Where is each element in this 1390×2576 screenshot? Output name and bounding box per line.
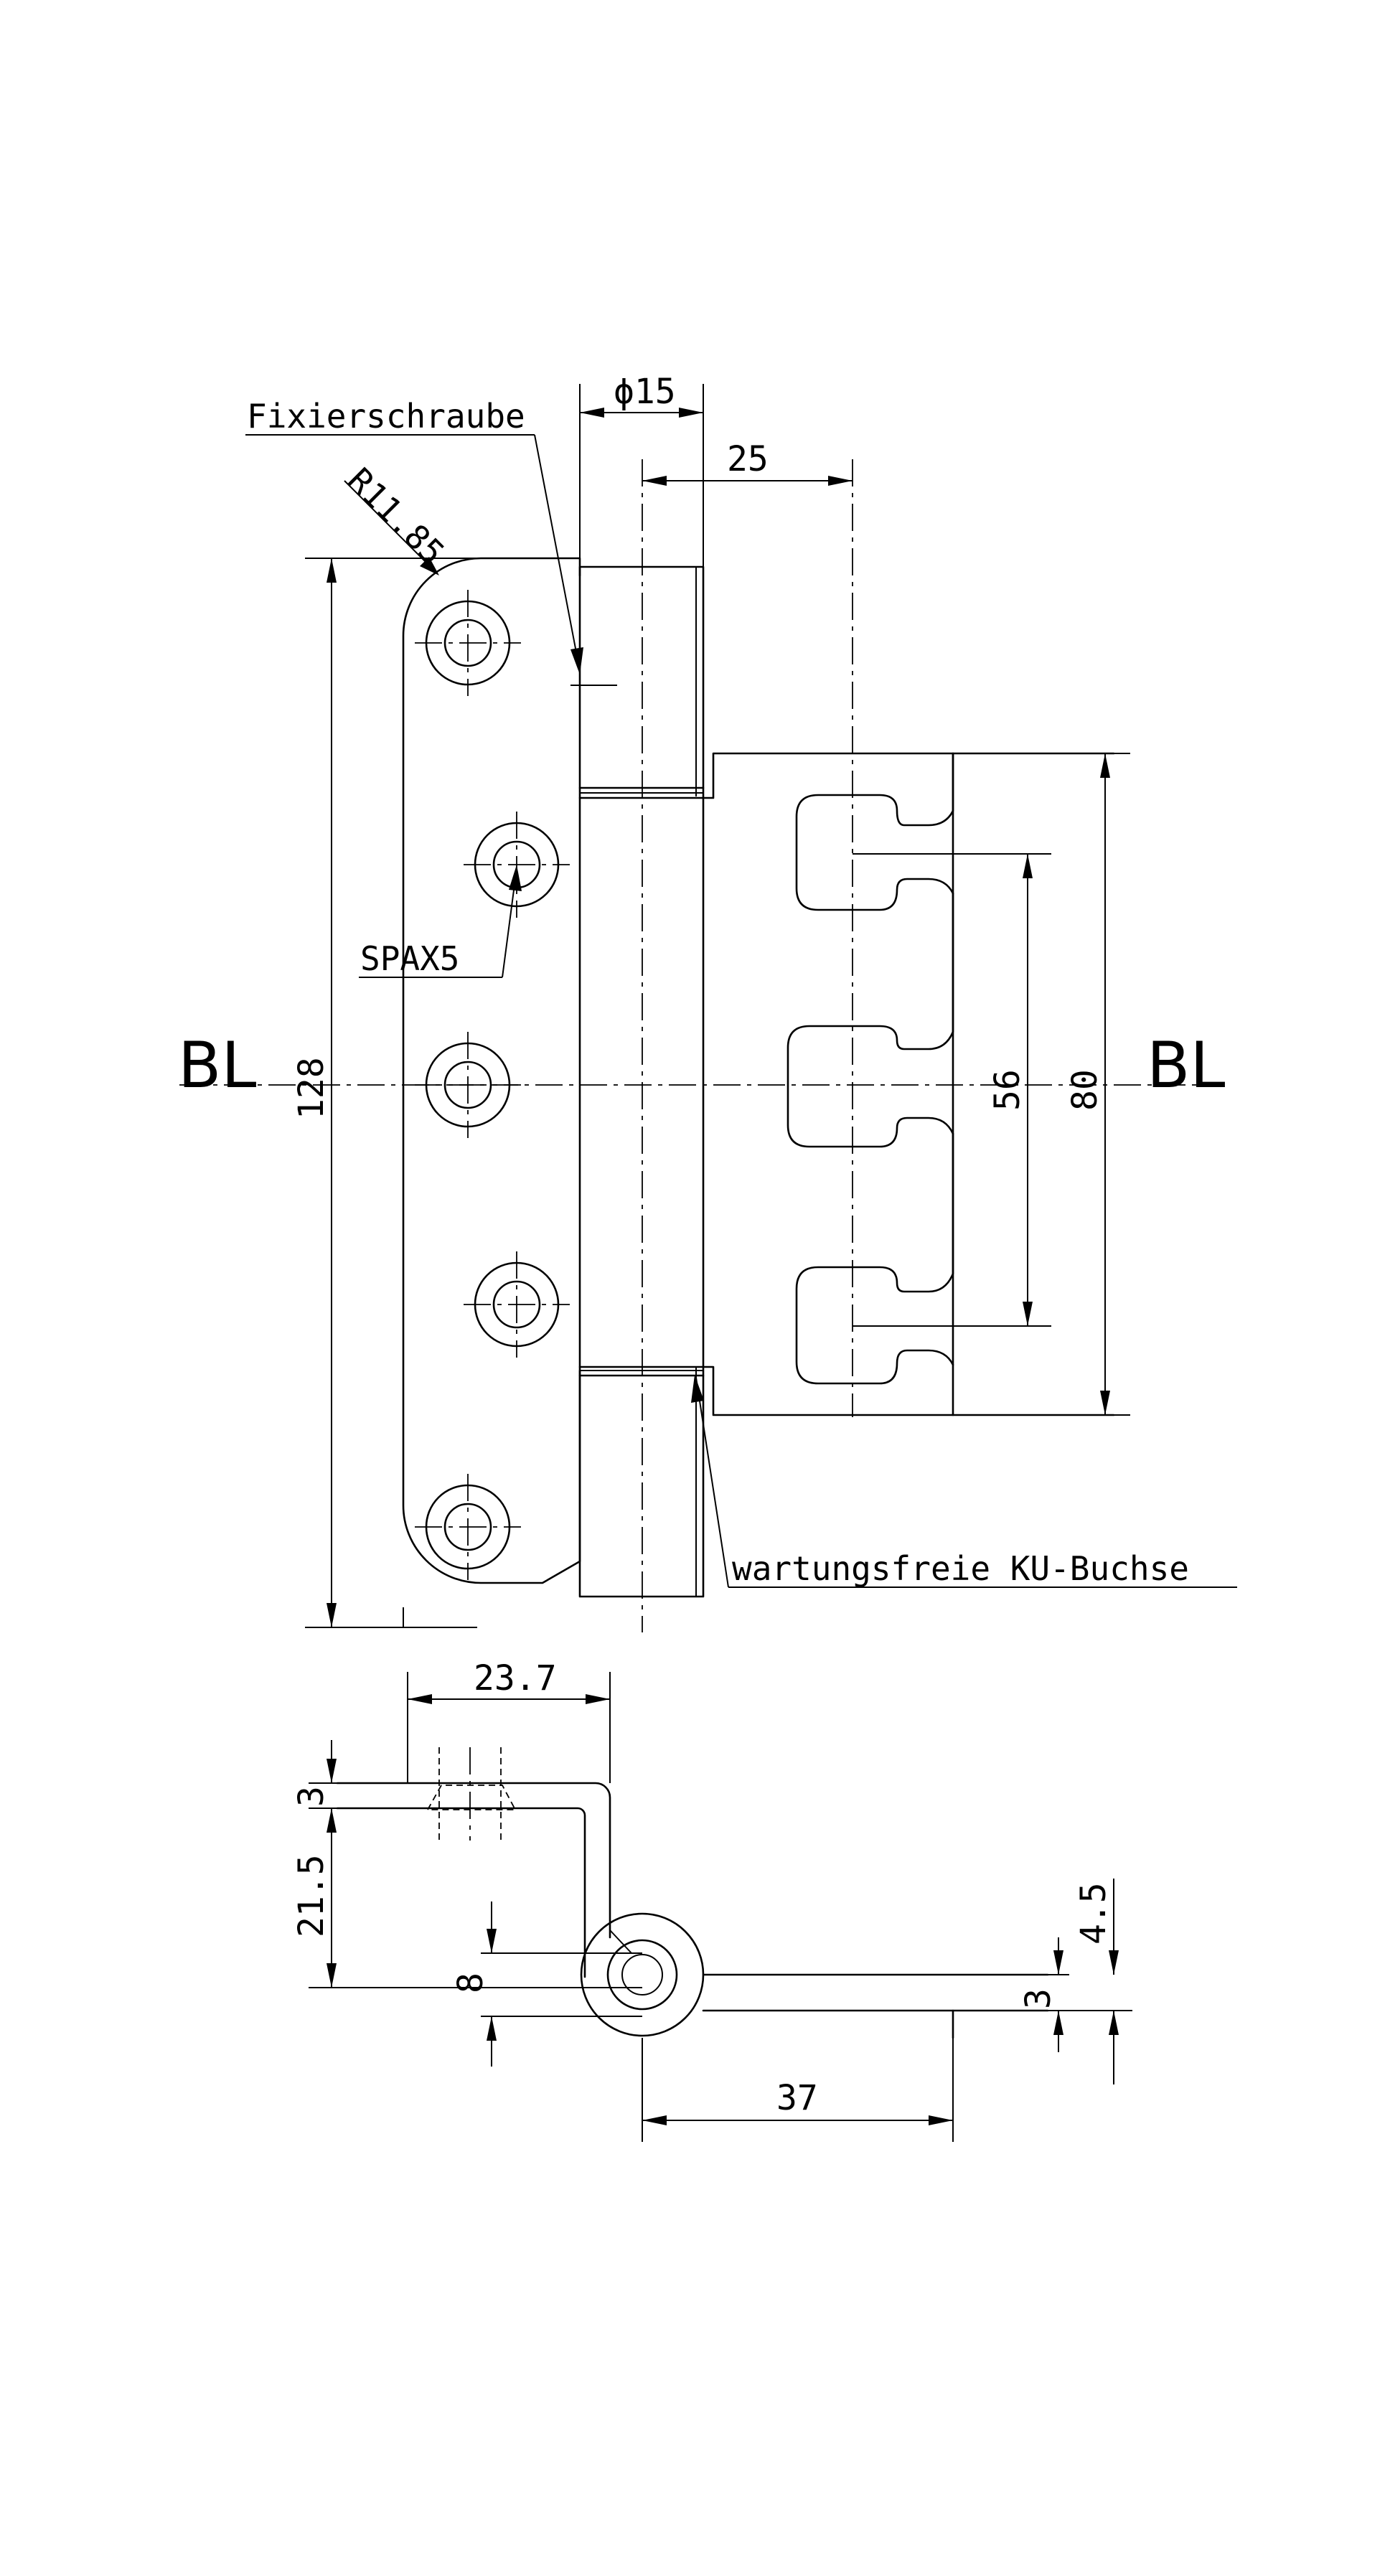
dim-width-top-text: 23.7 bbox=[474, 1658, 557, 1698]
screw-type-callout: SPAX5 bbox=[359, 865, 522, 978]
dim-total-height-text: 128 bbox=[291, 1057, 332, 1119]
screw-type-label: SPAX5 bbox=[360, 939, 459, 978]
screw-hole-1 bbox=[415, 590, 521, 696]
dim-thickness-top-text: 3 bbox=[291, 1786, 332, 1807]
dim-pitch-text: 56 bbox=[987, 1069, 1028, 1111]
wing-tenon-lower bbox=[795, 1132, 954, 1385]
dim-pin: 8 bbox=[451, 1902, 642, 2067]
dim-side-height-text: 21.5 bbox=[291, 1854, 332, 1937]
section-pin bbox=[606, 1939, 678, 2011]
dim-pitch: 56 bbox=[853, 853, 1051, 1327]
dim-wing-width: 37 bbox=[642, 2038, 954, 2142]
wing-plate-outline bbox=[702, 752, 1115, 1416]
barrel-lower-knuckle bbox=[578, 1365, 705, 1598]
dim-diameter-text: ϕ15 bbox=[614, 372, 676, 412]
dim-thickness-top: 3 bbox=[291, 1740, 337, 1851]
section-frame-leaf bbox=[336, 1782, 611, 1978]
section-view: 23.7 3 21.5 8 bbox=[291, 1658, 1132, 2142]
wing-tenon-upper bbox=[795, 752, 954, 911]
dim-pin-text: 8 bbox=[451, 1973, 491, 1993]
dim-thickness-side: 3 bbox=[1018, 1937, 1069, 2052]
front-view: BL BL Fixierschraube R11.85 SPAX5 wa bbox=[178, 372, 1237, 1632]
bush-callout: wartungsfreie KU-Buchse bbox=[691, 1375, 1237, 1588]
dim-wing-width-text: 37 bbox=[776, 2078, 818, 2118]
bush-label: wartungsfreie KU-Buchse bbox=[732, 1549, 1189, 1588]
dim-offset: 25 bbox=[642, 439, 853, 486]
frame-leaf-outline bbox=[402, 557, 581, 1584]
dim-offset-text: 25 bbox=[727, 439, 769, 479]
bl-right-label: BL bbox=[1147, 1028, 1225, 1102]
section-barrel-outer bbox=[580, 1912, 705, 2037]
dim-offset-side: 4.5 bbox=[1048, 1879, 1132, 2084]
section-countersink bbox=[426, 1785, 517, 1810]
screw-hole-4 bbox=[464, 1251, 570, 1358]
radius-label: R11.85 bbox=[340, 461, 452, 573]
fixing-screw-label: Fixierschraube bbox=[247, 397, 525, 436]
dim-total-height: 128 bbox=[291, 558, 477, 1628]
dim-side-height: 21.5 bbox=[291, 1808, 642, 1988]
screw-hole-5 bbox=[415, 1474, 521, 1580]
fixing-screw-callout: Fixierschraube bbox=[245, 397, 583, 674]
barrel-upper-knuckle bbox=[578, 565, 705, 799]
dim-diameter: ϕ15 bbox=[579, 372, 704, 567]
bl-left-label: BL bbox=[178, 1028, 256, 1102]
dim-thickness-side-text: 3 bbox=[1018, 1988, 1058, 2009]
dim-offset-side-text: 4.5 bbox=[1074, 1882, 1114, 1945]
dim-wing-height: 80 bbox=[1065, 753, 1130, 1416]
dim-wing-height-text: 80 bbox=[1065, 1069, 1105, 1111]
dim-width-top: 23.7 bbox=[407, 1658, 611, 1783]
wing-tenon-middle bbox=[786, 892, 954, 1148]
